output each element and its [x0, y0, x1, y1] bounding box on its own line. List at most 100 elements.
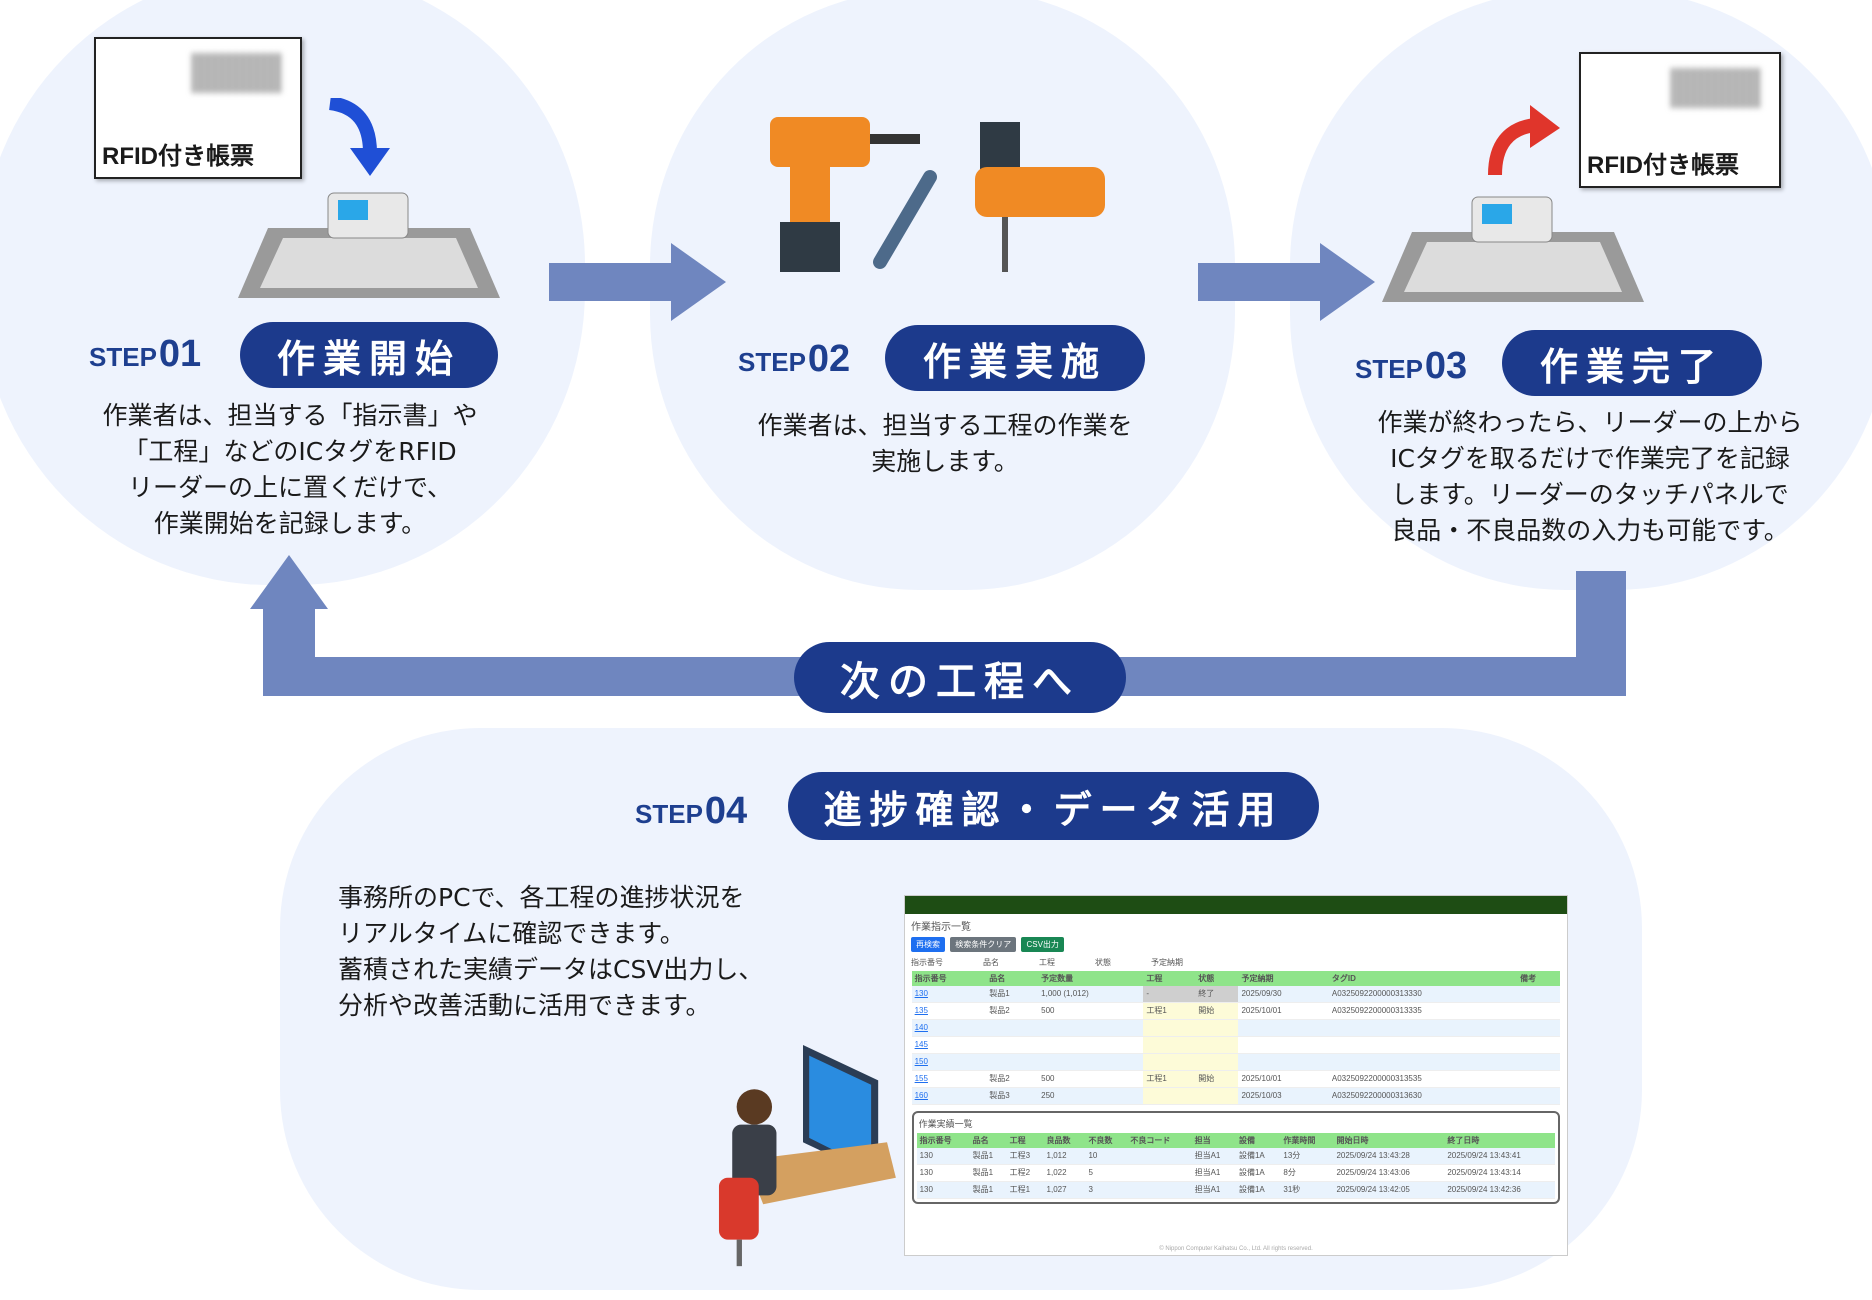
order-link[interactable]: 140	[911, 1019, 987, 1037]
filter-row: 指示番号品名工程状態予定納期	[905, 954, 1567, 971]
step01-title: 作業開始	[240, 322, 498, 388]
table-cell: 8分	[1280, 1164, 1334, 1182]
order-link[interactable]: 135	[911, 1002, 987, 1020]
column-header: 作業時間	[1280, 1133, 1334, 1148]
filter-label: 品名	[983, 958, 999, 967]
table-cell: 製品1	[986, 986, 1039, 1003]
card-label: RFID付き帳票	[102, 143, 254, 170]
table-cell	[1517, 1036, 1561, 1054]
clear-filters-button[interactable]: 検索条件クリア	[950, 937, 1017, 952]
step03-title: 作業完了	[1502, 330, 1762, 396]
column-header: 工程	[1006, 1133, 1044, 1148]
order-link[interactable]: 160	[911, 1087, 987, 1105]
table-cell	[1517, 986, 1561, 1003]
table-cell	[1238, 1019, 1329, 1037]
table-cell: 2025/10/03	[1238, 1087, 1329, 1105]
table-cell: 製品3	[986, 1087, 1039, 1105]
table-cell	[1517, 1070, 1561, 1088]
app-header-bar	[905, 896, 1567, 914]
table-cell	[1038, 1036, 1144, 1054]
table-cell	[1195, 1019, 1239, 1037]
table-cell: 製品2	[986, 1070, 1039, 1088]
csv-export-button[interactable]: CSV出力	[1021, 937, 1064, 952]
table-cell: 2025/09/24 13:43:14	[1444, 1164, 1556, 1182]
order-link[interactable]: 145	[911, 1036, 987, 1054]
table-cell: 130	[916, 1164, 970, 1182]
step01-description: 作業者は、担当する「指示書」や 「工程」などのICタグをRFID リーダーの上に…	[102, 401, 478, 538]
card-label: RFID付き帳票	[1587, 152, 1739, 179]
step02-bubble	[650, 0, 1235, 590]
table-cell: 10	[1085, 1148, 1128, 1165]
table-cell: 担当A1	[1191, 1181, 1236, 1199]
column-header: 不良数	[1085, 1133, 1128, 1148]
column-header: 設備	[1235, 1133, 1281, 1148]
column-header: 予定納期	[1238, 971, 1329, 986]
table-cell	[1328, 1053, 1518, 1071]
right-arrow-icon	[549, 243, 726, 321]
table-cell	[1143, 1087, 1196, 1105]
up-arrow-icon	[1488, 105, 1560, 176]
step04-title: 進捗確認・データ活用	[788, 772, 1319, 840]
table-cell: 工程2	[1006, 1164, 1044, 1182]
table-cell	[986, 1036, 1039, 1054]
table-cell: 開始	[1195, 1070, 1239, 1088]
column-header: 品名	[986, 971, 1039, 986]
table-cell: 開始	[1195, 1002, 1239, 1020]
table-cell: 2025/09/30	[1238, 986, 1329, 1003]
table-cell: 500	[1038, 1002, 1144, 1020]
table-row: 145	[911, 1036, 1561, 1054]
column-header: 予定数量	[1038, 971, 1144, 986]
table-cell	[1195, 1036, 1239, 1054]
power-tools-icon	[770, 117, 1105, 272]
rfid-reader-icon	[238, 192, 500, 298]
table-cell: 担当A1	[1191, 1164, 1236, 1182]
table-cell: A0325092200000313335	[1328, 1002, 1518, 1020]
table-cell: 2025/09/24 13:43:06	[1333, 1164, 1445, 1182]
table-cell: 2025/10/01	[1238, 1002, 1329, 1020]
app-screenshot: 作業指示一覧 再検索 検索条件クリア CSV出力 指示番号品名工程状態予定納期 …	[904, 895, 1568, 1256]
table-cell	[1195, 1053, 1239, 1071]
column-header: タグID	[1328, 971, 1518, 986]
column-header: 品名	[969, 1133, 1007, 1148]
rfid-form-card: RFID付き帳票	[1579, 52, 1781, 188]
table-cell: 工程3	[1006, 1148, 1044, 1165]
research-button[interactable]: 再検索	[911, 937, 945, 952]
table-cell	[1127, 1181, 1192, 1199]
table-cell	[1195, 1087, 1239, 1105]
table-cell: A0325092200000313630	[1328, 1087, 1518, 1105]
table-cell	[1517, 1002, 1561, 1020]
order-link[interactable]: 130	[911, 986, 987, 1003]
table-cell: 500	[1038, 1070, 1144, 1088]
work-results-popup: 作業実績一覧 指示番号品名工程良品数不良数不良コード担当設備作業時間開始日時終了…	[911, 1111, 1561, 1204]
right-arrow-icon	[1198, 243, 1375, 321]
table-cell: 設備1A	[1235, 1164, 1281, 1182]
table-cell: 設備1A	[1235, 1181, 1281, 1199]
order-link[interactable]: 155	[911, 1070, 987, 1088]
column-header: 備考	[1517, 971, 1561, 986]
table-cell: 250	[1038, 1087, 1144, 1105]
table-cell: 130	[916, 1181, 970, 1199]
table-cell	[986, 1019, 1039, 1037]
popup-title: 作業実績一覧	[918, 1119, 973, 1129]
table-cell: 13分	[1280, 1148, 1334, 1165]
table-cell	[1517, 1019, 1561, 1037]
table-cell: 1,027	[1043, 1181, 1086, 1199]
column-header: 工程	[1143, 971, 1196, 986]
rfid-reader-icon	[1382, 196, 1644, 302]
table-cell: 2025/10/01	[1238, 1070, 1329, 1088]
table-cell: -	[1143, 986, 1196, 1003]
column-header: 開始日時	[1333, 1133, 1445, 1148]
app-footer: © Nippon Computer Kaihatsu Co., Ltd. All…	[1159, 1246, 1313, 1252]
table-cell: 工程1	[1143, 1070, 1196, 1088]
order-link[interactable]: 150	[911, 1053, 987, 1071]
down-arrow-icon	[328, 98, 390, 176]
table-cell	[1038, 1053, 1144, 1071]
table-cell: A0325092200000313535	[1328, 1070, 1518, 1088]
